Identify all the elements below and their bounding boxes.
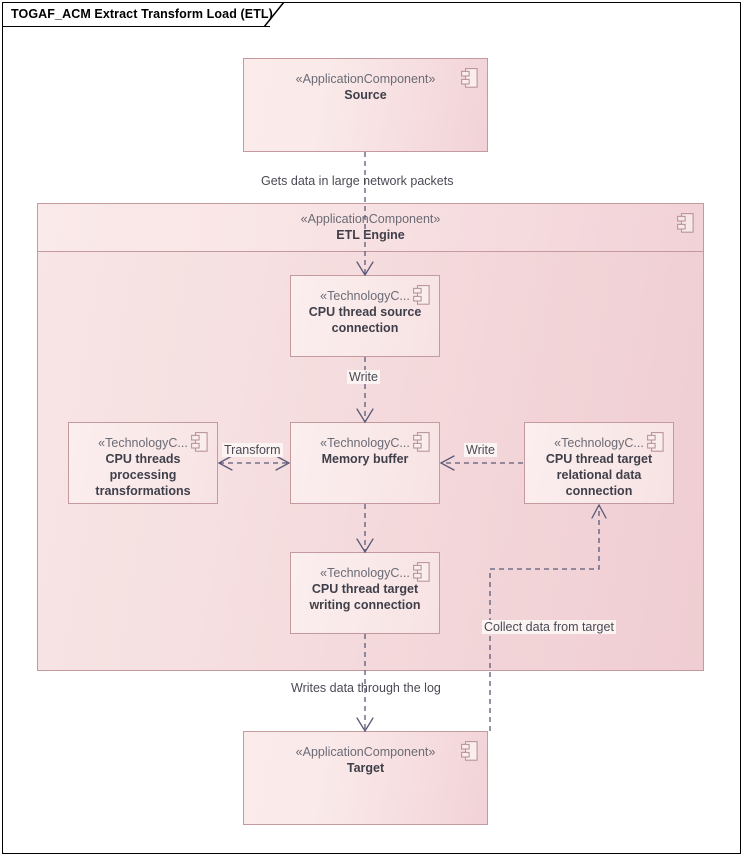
cpu-thread-source-connection-label: «TechnologyC... CPU thread source connec… xyxy=(291,276,439,336)
target-name: Target xyxy=(346,761,385,775)
target-component[interactable]: «ApplicationComponent» Target xyxy=(243,731,490,827)
cpu-thread-source-connection-stereotype: «TechnologyC... xyxy=(320,289,410,303)
etl-engine-name: ETL Engine xyxy=(336,228,405,242)
memory-buffer-label: «TechnologyC... Memory buffer xyxy=(291,423,439,467)
source-stereotype: «ApplicationComponent» xyxy=(295,72,436,86)
cpu-threads-processing-transformations-component[interactable]: «TechnologyC... CPU threads processing t… xyxy=(68,422,218,504)
cpu-thread-target-relational-data-connection-stereotype: «TechnologyC... xyxy=(554,436,644,450)
memory-buffer-stereotype: «TechnologyC... xyxy=(320,436,410,450)
etl-engine-stereotype: «ApplicationComponent» xyxy=(300,212,441,226)
cpu-threads-processing-transformations-stereotype: «TechnologyC... xyxy=(98,436,188,450)
cpu-thread-source-connection-name: CPU thread source connection xyxy=(308,305,422,335)
memory-buffer-component[interactable]: «TechnologyC... Memory buffer xyxy=(290,422,440,504)
uml-component-icon xyxy=(191,432,208,452)
page-title: TOGAF_ACM Extract Transform Load (ETL) xyxy=(11,7,273,21)
edge-label-writes-data-log: Writes data through the log xyxy=(291,681,441,695)
uml-component-icon xyxy=(413,562,430,582)
etl-engine-header: «ApplicationComponent» ETL Engine xyxy=(38,204,703,252)
edge-label-collect-data: Collect data from target xyxy=(482,620,616,634)
target-stereotype: «ApplicationComponent» xyxy=(295,745,436,759)
cpu-thread-target-writing-connection-label: «TechnologyC... CPU thread target writin… xyxy=(291,553,439,613)
source-name: Source xyxy=(344,88,387,102)
target-label: «ApplicationComponent» Target xyxy=(244,732,487,776)
uml-component-icon xyxy=(677,213,694,233)
source-label: «ApplicationComponent» Source xyxy=(244,59,487,103)
uml-component-icon xyxy=(413,432,430,452)
uml-component-icon xyxy=(413,285,430,305)
uml-component-icon xyxy=(461,741,478,761)
cpu-threads-processing-transformations-name: CPU threads processing transformations xyxy=(95,452,191,498)
cpu-thread-target-writing-connection-name: CPU thread target writing connection xyxy=(309,582,421,612)
cpu-thread-target-writing-connection-component[interactable]: «TechnologyC... CPU thread target writin… xyxy=(290,552,440,634)
uml-component-icon xyxy=(461,68,478,88)
cpu-thread-target-writing-connection-stereotype: «TechnologyC... xyxy=(320,566,410,580)
edge-label-write-source: Write xyxy=(347,370,380,384)
edge-label-write-relational: Write xyxy=(464,443,497,457)
cpu-threads-processing-transformations-label: «TechnologyC... CPU threads processing t… xyxy=(69,423,217,499)
diagram-title-tab-body xyxy=(2,2,270,27)
diagram-title-tab-slash xyxy=(264,2,285,27)
etl-engine-label: «ApplicationComponent» ETL Engine xyxy=(38,204,703,243)
cpu-thread-target-relational-data-connection-label: «TechnologyC... CPU thread target relati… xyxy=(525,423,673,499)
memory-buffer-name: Memory buffer xyxy=(321,452,409,466)
cpu-thread-target-relational-data-connection-component[interactable]: «TechnologyC... CPU thread target relati… xyxy=(524,422,674,504)
edge-label-gets-data: Gets data in large network packets xyxy=(261,174,454,188)
edge-label-transform: Transform xyxy=(222,443,283,457)
uml-component-icon xyxy=(647,432,664,452)
source-component[interactable]: «ApplicationComponent» Source xyxy=(243,58,490,154)
cpu-thread-target-relational-data-connection-name: CPU thread target relational data connec… xyxy=(545,452,653,498)
cpu-thread-source-connection-component[interactable]: «TechnologyC... CPU thread source connec… xyxy=(290,275,440,357)
